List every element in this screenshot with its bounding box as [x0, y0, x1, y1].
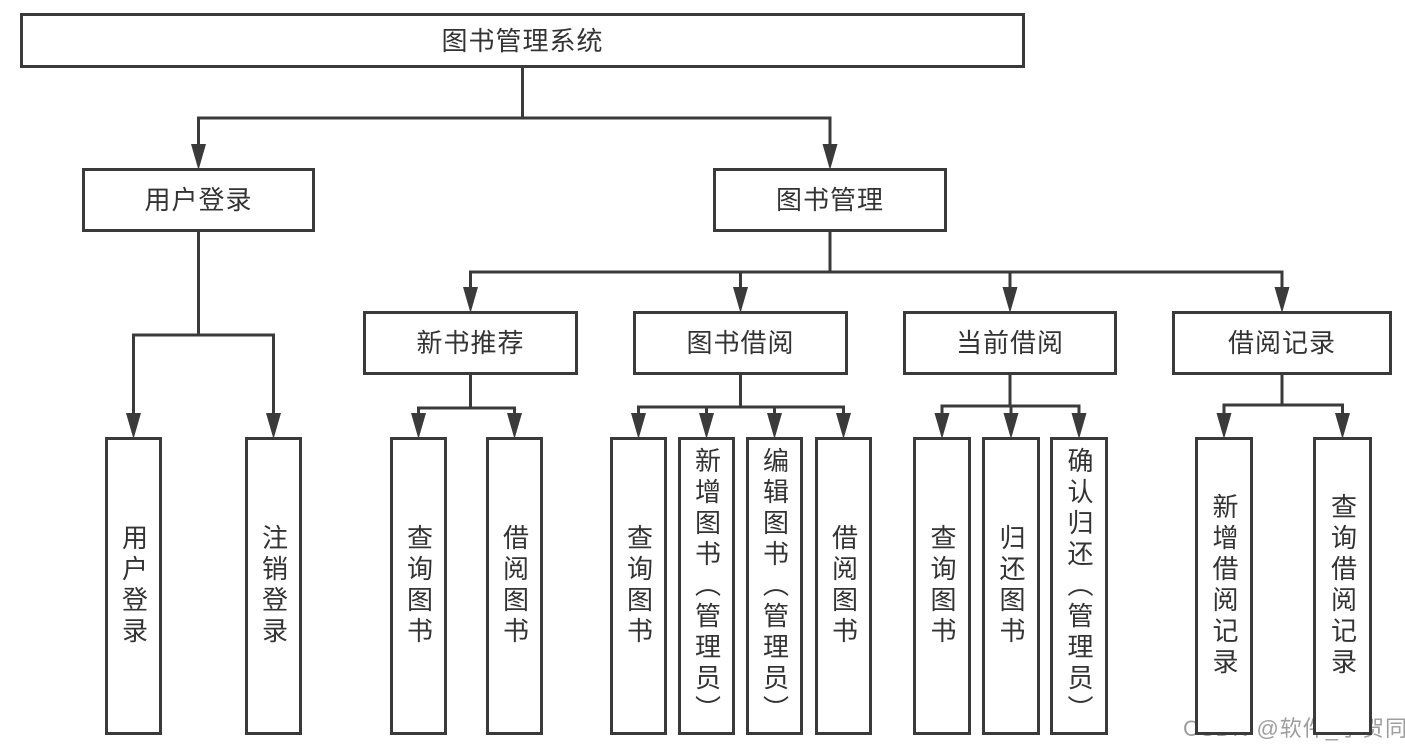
node-leaf-add-borrow-record: 新增借阅记录	[1195, 437, 1253, 735]
node-leaf-query-books-1: 查询图书	[390, 437, 447, 735]
node-leaf-logout: 注销登录	[245, 437, 302, 735]
node-leaf-user-login: 用户登录	[105, 437, 162, 735]
node-current-borrow: 当前借阅	[903, 311, 1117, 375]
node-leaf-query-books-2: 查询图书	[610, 437, 667, 735]
node-book-management: 图书管理	[713, 168, 947, 232]
node-book-borrow: 图书借阅	[633, 311, 848, 375]
node-user-login: 用户登录	[82, 168, 315, 232]
node-leaf-add-books: 新增图书（管理员）	[678, 437, 735, 735]
node-leaf-query-borrow-record: 查询借阅记录	[1313, 437, 1372, 735]
node-leaf-confirm-return: 确认归还（管理员）	[1050, 437, 1108, 735]
node-leaf-query-books-3: 查询图书	[913, 437, 971, 735]
node-leaf-borrow-books-2: 借阅图书	[815, 437, 872, 735]
node-root: 图书管理系统	[20, 13, 1025, 68]
node-new-book-recommend: 新书推荐	[363, 311, 578, 375]
node-leaf-edit-books: 编辑图书（管理员）	[746, 437, 803, 735]
node-leaf-borrow-books-1: 借阅图书	[486, 437, 543, 735]
node-borrow-records: 借阅记录	[1172, 311, 1392, 375]
node-leaf-return-books: 归还图书	[982, 437, 1040, 735]
